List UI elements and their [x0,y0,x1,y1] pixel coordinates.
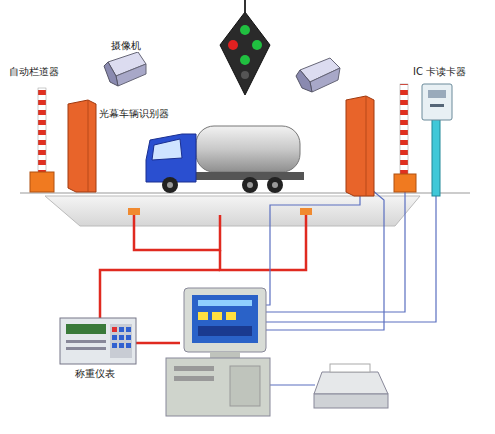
signal-wire [134,215,220,250]
barrier-pole [400,84,408,176]
scale-platform [45,196,420,226]
light-curtain [366,96,367,196]
barrier-base [394,174,416,192]
barrier-base [30,172,54,192]
barrier-pole [38,88,46,174]
part-label: 称重仪表 [74,368,116,380]
part-label: 摄像机 [110,40,142,52]
ground-line [20,193,470,194]
load-cell [128,208,140,215]
camera [296,58,340,92]
camera [104,52,146,86]
part-label: IC 卡读卡器 [412,66,467,78]
computer [166,288,270,416]
light-curtain [346,96,374,196]
signal-wire [135,342,180,345]
weighing-indicator [60,318,136,364]
light-curtain [68,100,96,192]
part-label: 光幕车辆识别器 [98,108,170,120]
light-curtain [88,100,89,192]
card-reader [422,84,452,196]
printer [314,364,388,408]
data-wire [262,196,436,322]
data-wire [262,196,360,305]
load-cell [300,208,312,215]
tank-truck [146,126,304,193]
data-wire [262,190,384,330]
traffic-light [220,0,270,95]
signal-wire [220,215,306,270]
data-wire [270,384,315,385]
part-label: 自动栏道器 [8,66,60,78]
